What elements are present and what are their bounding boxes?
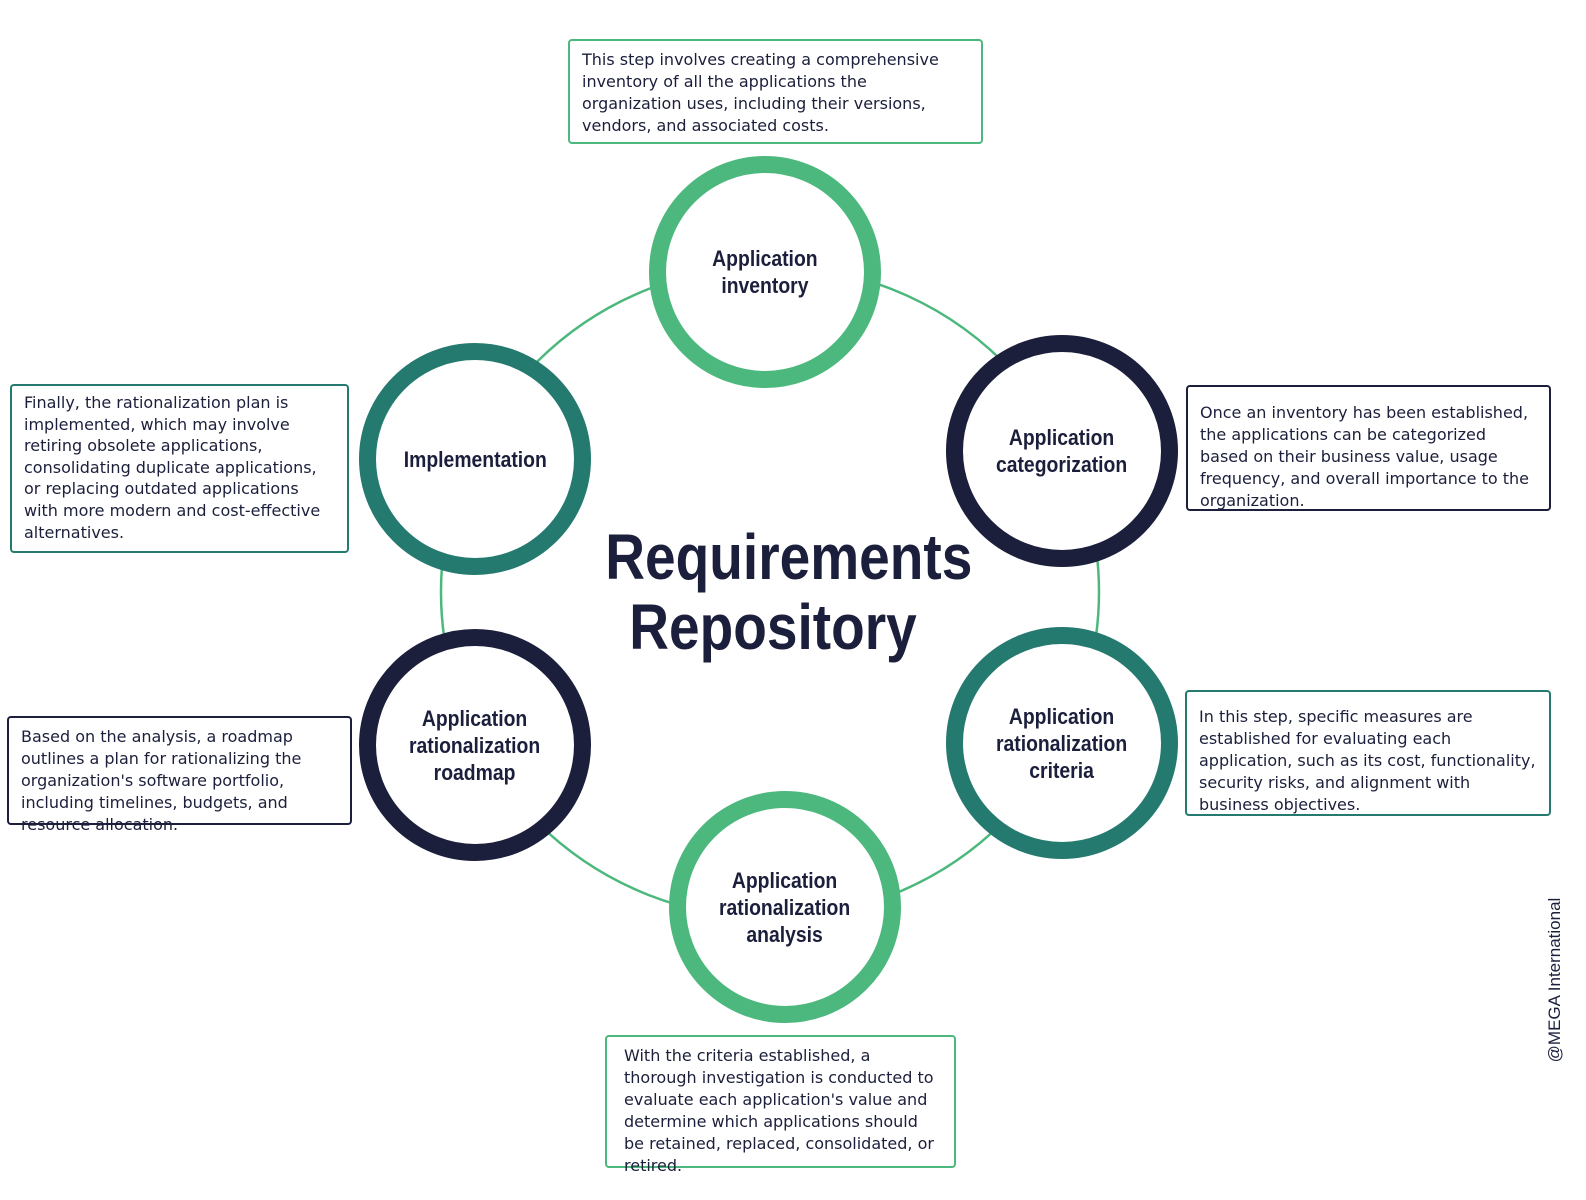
node-label: Application rationalization criteria [996,703,1128,783]
node-label: Application rationalization roadmap [409,705,541,785]
node-application-categorization: Application categorization [946,335,1178,567]
description-box-implementation: Finally, the rationalization plan is imp… [10,384,349,553]
description-box-roadmap: Based on the analysis, a roadmap outline… [7,716,352,834]
center-title-line1: Requirements [605,521,973,593]
description-text: In this step, specific measures are esta… [1199,707,1536,814]
center-title-line2: Repository [629,591,917,663]
watermark: @MEGA International [1545,897,1564,1063]
node-application-inventory: Application inventory [649,156,881,388]
description-text: This step involves creating a comprehens… [582,50,939,135]
node-label: Application rationalization analysis [719,867,851,947]
description-box-categorization: Once an inventory has been established, … [1186,385,1551,511]
description-text: Finally, the rationalization plan is imp… [24,393,321,542]
description-text: Once an inventory has been established, … [1200,403,1529,510]
node-label: Application categorization [996,425,1128,477]
description-box-analysis: With the criteria established, a thoroug… [605,1035,956,1175]
node-implementation: Implementation [359,343,591,575]
node-application-rationalization-criteria: Application rationalization criteria [946,627,1178,859]
center-title: Requirements Repository [605,521,973,663]
node-application-rationalization-roadmap: Application rationalization roadmap [359,629,591,861]
description-text: Based on the analysis, a roadmap outline… [21,727,302,834]
node-label: Implementation [403,446,547,472]
node-application-rationalization-analysis: Application rationalization analysis [669,791,901,1023]
node-label: Application inventory [712,246,818,298]
description-box-criteria: In this step, specific measures are esta… [1185,690,1551,816]
description-box-inventory: This step involves creating a comprehens… [568,39,983,144]
description-text: With the criteria established, a thoroug… [624,1046,934,1175]
